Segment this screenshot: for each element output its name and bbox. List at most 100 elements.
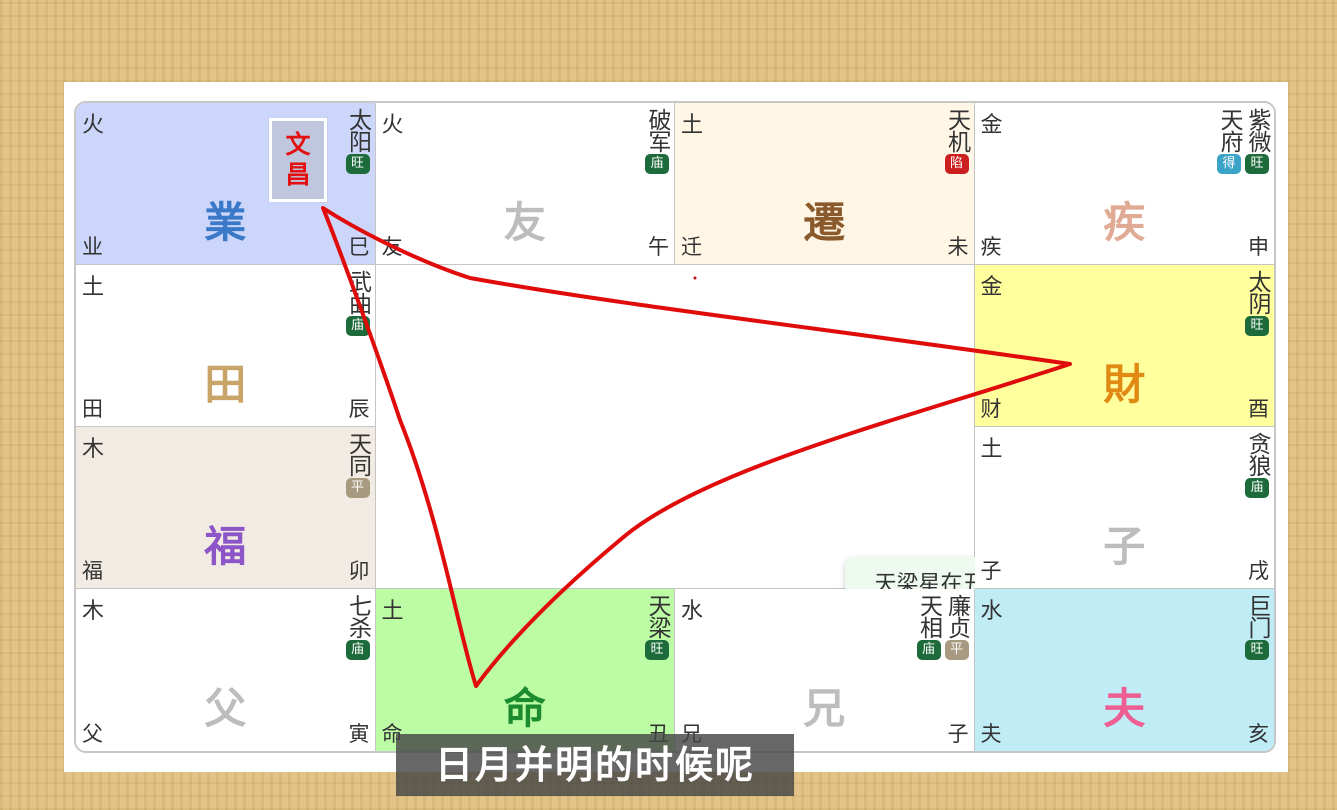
palace-cell-life[interactable]: 土命丑命天梁旺: [375, 589, 675, 751]
star-brightness-badge: 旺: [1245, 640, 1269, 660]
palace-cell-career[interactable]: 文 昌 火业巳業太阳旺: [76, 103, 376, 265]
star-item[interactable]: 天梁旺: [644, 594, 670, 660]
major-stars: 巨门旺: [1244, 594, 1270, 660]
star-name: 七杀: [344, 594, 371, 638]
major-stars: 武曲庙: [345, 270, 371, 336]
palace-name: 業: [204, 198, 247, 247]
star-item[interactable]: 破军庙: [644, 108, 670, 174]
major-stars: 贪狼庙: [1244, 432, 1270, 498]
palace-cell-wealth[interactable]: 金财酉財太阴旺: [974, 265, 1274, 427]
star-name: 天梁: [644, 594, 670, 638]
star-item[interactable]: 天机陷: [944, 108, 970, 174]
palace-cell-property[interactable]: 土田辰田武曲庙: [76, 265, 376, 427]
star-item[interactable]: 武曲庙: [345, 270, 371, 336]
wenchang-char-2: 昌: [285, 160, 311, 189]
star-brightness-badge: 平: [345, 478, 370, 498]
major-stars: 天府得紫微旺: [1216, 108, 1270, 174]
five-element-label: 火: [82, 113, 105, 138]
star-brightness-badge: 庙: [1245, 478, 1269, 498]
star-brightness-badge: 旺: [345, 154, 370, 174]
major-stars: 破军庙: [644, 108, 670, 174]
earthly-branch-label: 子: [947, 722, 969, 746]
earthly-branch-label: 寅: [348, 722, 370, 746]
five-element-label: 土: [681, 113, 704, 138]
star-name: 廉贞: [943, 594, 970, 638]
star-item[interactable]: 天相庙: [916, 594, 942, 660]
five-element-label: 火: [381, 113, 404, 138]
wenchang-char-1: 文: [285, 130, 311, 159]
major-stars: 天机陷: [944, 108, 970, 174]
top-title-fragment: [300, 0, 860, 14]
star-brightness-badge: 庙: [345, 316, 370, 336]
earthly-branch-label: 亥: [1248, 722, 1269, 746]
major-stars: 天梁旺: [644, 594, 670, 660]
major-stars: 七杀庙: [345, 594, 371, 660]
major-stars: 天相庙廉贞平: [916, 594, 970, 660]
palace-abbr-label: 夫: [980, 722, 1002, 746]
palace-name: 疾: [1103, 198, 1146, 247]
five-element-label: 金: [980, 275, 1003, 300]
star-item[interactable]: 太阳旺: [345, 108, 371, 174]
chart-center-area: 天梁星在丑宫守命宫: [375, 265, 1103, 613]
wenchang-star-box: 文 昌: [269, 118, 327, 202]
star-brightness-badge: 旺: [1245, 154, 1269, 174]
palace-name: 子: [1103, 522, 1146, 571]
palace-name: 命: [503, 684, 546, 733]
star-name: 破军: [644, 108, 670, 152]
palace-name: 兄: [803, 684, 846, 733]
palace-cell-parents[interactable]: 木父寅父七杀庙: [76, 589, 376, 751]
star-item[interactable]: 太阴旺: [1244, 270, 1270, 336]
star-item[interactable]: 七杀庙: [345, 594, 371, 660]
five-element-label: 水: [980, 599, 1003, 624]
palace-cell-health[interactable]: 金疾申疾天府得紫微旺: [974, 103, 1274, 265]
star-item[interactable]: 天同平: [345, 432, 371, 498]
palace-name: 遷: [803, 198, 846, 247]
major-stars: 天同平: [345, 432, 371, 498]
palace-cell-spouse[interactable]: 水夫亥夫巨门旺: [974, 589, 1274, 751]
palace-name: 田: [204, 360, 247, 409]
star-brightness-badge: 平: [944, 640, 969, 660]
palace-cell-children[interactable]: 土子戌子贪狼庙: [974, 427, 1274, 589]
star-name: 天相: [915, 594, 942, 638]
five-element-label: 水: [681, 599, 704, 624]
ziwei-chart-grid: 文 昌 火业巳業太阳旺 火友午友破军庙 土迁未遷天机陷 金疾申疾天府得紫微旺 土…: [74, 101, 1276, 753]
major-stars: 太阴旺: [1244, 270, 1270, 336]
five-element-label: 木: [82, 599, 105, 624]
palace-name: 夫: [1103, 684, 1146, 733]
star-item[interactable]: 紫微旺: [1244, 108, 1270, 174]
star-item[interactable]: 贪狼庙: [1244, 432, 1270, 498]
star-name: 紫微: [1244, 108, 1270, 152]
palace-name: 福: [204, 522, 247, 571]
star-brightness-badge: 旺: [1245, 316, 1269, 336]
palace-cell-travel[interactable]: 土迁未遷天机陷: [675, 103, 975, 265]
palace-name: 財: [1103, 360, 1146, 409]
star-name: 贪狼: [1244, 432, 1270, 476]
five-element-label: 木: [82, 437, 105, 462]
star-item[interactable]: 天府得: [1216, 108, 1242, 174]
star-name: 武曲: [344, 270, 371, 314]
star-brightness-badge: 庙: [645, 154, 669, 174]
star-name: 天机: [943, 108, 970, 152]
earthly-branch-label: 酉: [1248, 397, 1269, 421]
major-stars: 太阳旺: [345, 108, 371, 174]
star-item[interactable]: 廉贞平: [944, 594, 970, 660]
five-element-label: 土: [980, 437, 1003, 462]
star-brightness-badge: 得: [1217, 154, 1241, 174]
star-brightness-badge: 旺: [645, 640, 669, 660]
palace-name: 父: [204, 684, 247, 733]
five-element-label: 土: [381, 599, 404, 624]
palace-cell-friends[interactable]: 火友午友破军庙: [375, 103, 675, 265]
star-name: 太阴: [1244, 270, 1270, 314]
five-element-label: 土: [82, 275, 105, 300]
five-element-label: 金: [980, 113, 1003, 138]
star-name: 天府: [1216, 108, 1242, 152]
palace-abbr-label: 业: [82, 235, 103, 259]
palace-abbr-label: 福: [82, 559, 103, 583]
earthly-branch-label: 申: [1248, 235, 1269, 259]
video-subtitle-caption: 日月并明的时候呢: [396, 734, 794, 796]
star-item[interactable]: 巨门旺: [1244, 594, 1270, 660]
earthly-branch-label: 戌: [1248, 559, 1269, 583]
palace-cell-siblings[interactable]: 水兄子兄天相庙廉贞平: [675, 589, 975, 751]
palace-abbr-label: 父: [82, 722, 103, 746]
palace-cell-fortune[interactable]: 木福卯福天同平: [76, 427, 376, 589]
